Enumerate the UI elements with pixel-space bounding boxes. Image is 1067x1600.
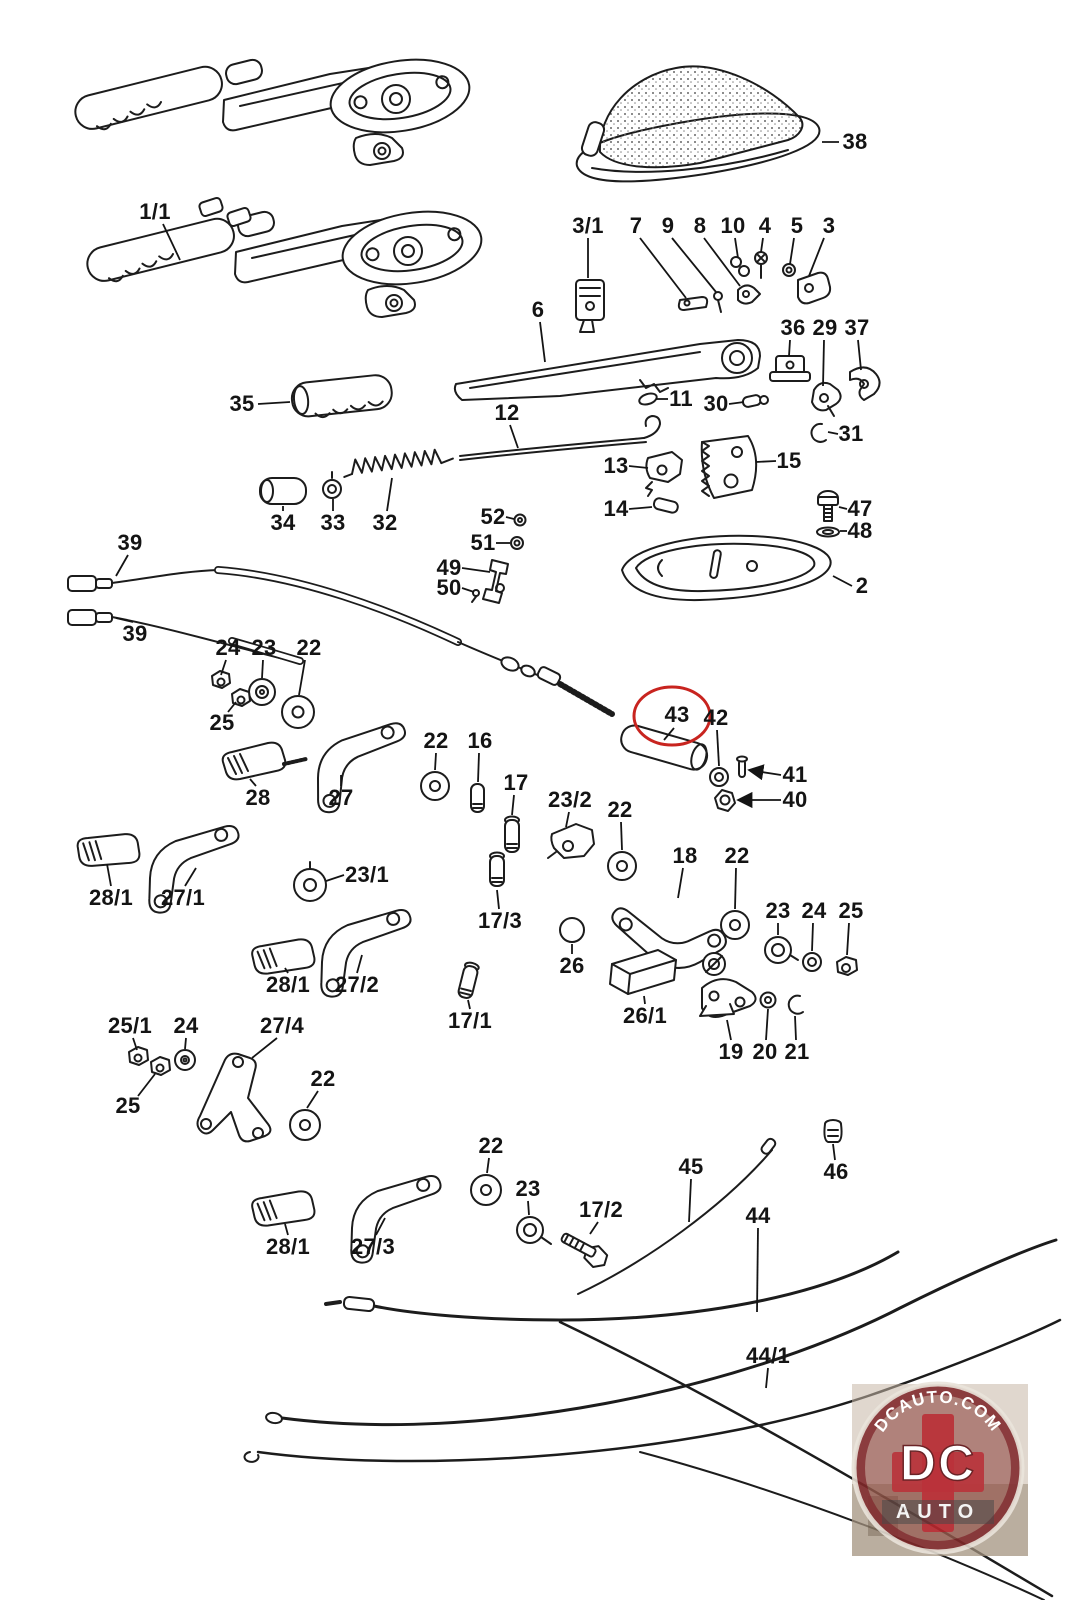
part-17-3-pin xyxy=(489,851,505,887)
part-34-sleeve xyxy=(259,477,307,505)
part-16-pin xyxy=(470,783,485,813)
logo-cross-horizontal xyxy=(892,1452,984,1492)
part-26-ball xyxy=(559,917,585,943)
part-17-1-pin xyxy=(457,961,480,999)
logo-sub-text: AUTO xyxy=(896,1501,980,1523)
part-19-lever xyxy=(699,978,757,1018)
part-36-bracket xyxy=(769,355,811,382)
part-26-1-wedge xyxy=(609,949,677,995)
part-33-grommet xyxy=(322,471,342,499)
part-22-washers xyxy=(289,771,750,1206)
part-27-2-arm xyxy=(315,908,417,999)
part-27-4-bracket xyxy=(196,1052,272,1143)
part-12-rod xyxy=(459,415,661,461)
part-6-lever xyxy=(453,339,761,406)
parts-fasteners-row xyxy=(677,251,832,313)
part-39-cables xyxy=(67,566,615,717)
part-18-arm xyxy=(607,866,731,993)
part-17-pin xyxy=(504,815,520,853)
part-48-washer xyxy=(816,526,840,538)
part-3-1-pawl xyxy=(575,279,605,333)
part-21-clip xyxy=(787,994,804,1015)
part-47-bolt xyxy=(817,490,839,522)
part-28-grip xyxy=(221,741,308,781)
part-43-tube xyxy=(620,724,709,771)
part-52-nut xyxy=(513,513,527,527)
part-28-1-grip-b xyxy=(249,935,317,979)
part-30-pin xyxy=(741,394,769,408)
part-51-washer xyxy=(510,536,524,550)
part-28-1-grip-a xyxy=(73,826,144,874)
part-1-1-lever-assembly xyxy=(82,201,488,318)
part-23-2-bracket xyxy=(547,823,595,859)
part-38-boot xyxy=(575,65,821,183)
part-25-nut-bl xyxy=(150,1056,171,1076)
part-23-1-grommet xyxy=(293,861,327,902)
part-41-pin xyxy=(736,755,748,778)
part-25-1-nut xyxy=(128,1046,149,1066)
part-49-clevis xyxy=(482,559,509,604)
part-11-bushing xyxy=(638,392,658,406)
part-44-cable xyxy=(324,1250,900,1322)
part-13-lever xyxy=(645,451,683,497)
part-27-3-arm xyxy=(345,1174,447,1265)
part-14-pin xyxy=(652,497,679,514)
logo-main-text: DC xyxy=(900,1435,976,1491)
parts-washers-cluster-right xyxy=(764,936,858,976)
part-46-cap xyxy=(823,1119,843,1143)
part-37-hook xyxy=(849,366,881,401)
part-28-1-grip-c xyxy=(249,1187,317,1231)
parts-washers-cluster-left xyxy=(211,670,315,729)
part-32-spring xyxy=(343,448,454,478)
part-24-washer-bl xyxy=(174,1049,196,1071)
part-42-washer xyxy=(709,767,729,787)
part-40-nut xyxy=(714,789,736,812)
part-27-1-arm xyxy=(143,824,245,915)
part-15-sector xyxy=(700,435,758,499)
part-20-washer xyxy=(759,991,777,1009)
part-29-pawl xyxy=(811,381,842,417)
part-17-2-bolt xyxy=(560,1232,609,1268)
part-1-lever-assembly xyxy=(70,49,476,166)
part-50-pin xyxy=(471,589,480,603)
part-35-grip xyxy=(290,374,393,419)
dcauto-watermark: DCAUTO.COM DC AUTO xyxy=(851,1381,1028,1556)
part-23-grommet-bottom xyxy=(516,1216,552,1245)
part-45-cable xyxy=(577,1137,777,1295)
part-2-cover xyxy=(621,534,832,602)
part-31-clip xyxy=(810,422,827,443)
part-27-arm xyxy=(309,721,414,815)
